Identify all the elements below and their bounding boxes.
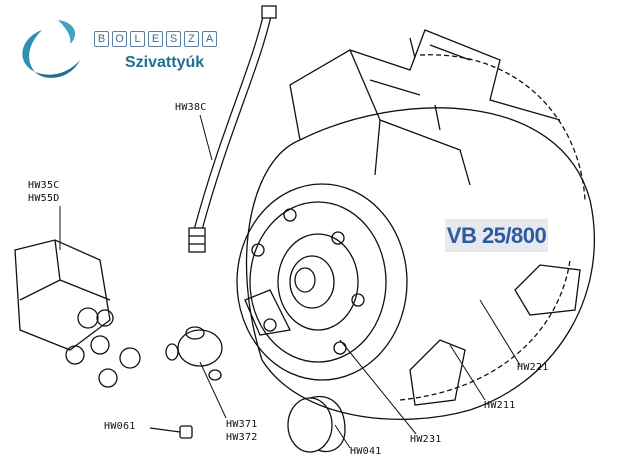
part-label-valve: HW061 [104, 421, 136, 432]
model-label: VB 25/800 [445, 219, 548, 252]
logo-letter: O [112, 31, 127, 47]
part-label-switch-1: HW35C [28, 180, 60, 191]
part-label-membrane: HW211 [484, 400, 516, 411]
part-label-hose: HW38C [175, 102, 207, 113]
part-label-fitting-2: HW372 [226, 432, 258, 443]
logo-letter: A [202, 31, 217, 47]
hose-hw38c [188, 5, 277, 253]
pressure-switch-hw35c [14, 239, 141, 388]
logo-letter: S [166, 31, 181, 47]
brand-subtitle: Szivattyúk [125, 54, 205, 71]
part-label-switch-2: HW55D [28, 193, 60, 204]
part-label-flange: HW231 [410, 434, 442, 445]
logo-letter: Z [184, 31, 199, 47]
logo-letter: B [94, 31, 109, 47]
flange-hw231 [236, 183, 408, 381]
part-label-fitting-1: HW371 [226, 419, 258, 430]
logo-swirl-icon [22, 20, 80, 78]
valve-hw061 [149, 425, 193, 439]
bolt-icon [251, 208, 365, 355]
tank-hw221 [244, 29, 595, 421]
part-label-cap: HW041 [350, 446, 382, 457]
part-label-tank: HW221 [517, 362, 549, 373]
logo-letter: L [130, 31, 145, 47]
cap-hw041 [287, 396, 346, 453]
brand-logo: B O L E S Z A [94, 31, 217, 47]
fitting-hw371 [165, 326, 223, 381]
logo-letter: E [148, 31, 163, 47]
